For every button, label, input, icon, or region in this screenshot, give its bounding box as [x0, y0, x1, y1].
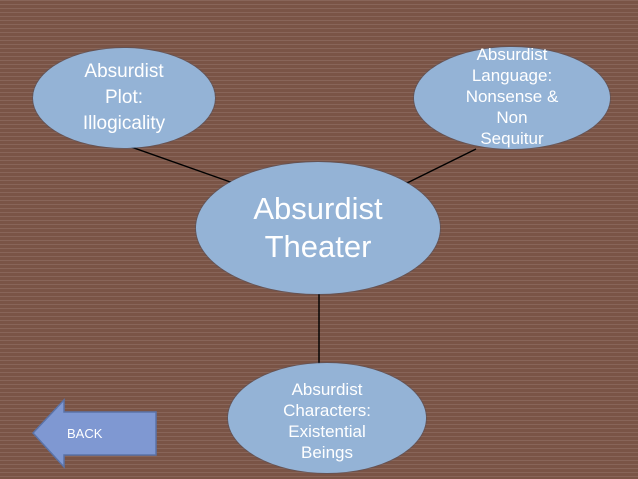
center-label: Absurdist Theater: [253, 191, 383, 264]
node-absurdist-plot: Absurdist Plot: Illogicality: [33, 48, 215, 148]
back-label: BACK: [67, 426, 103, 441]
connector-plot: [119, 142, 237, 185]
node-absurdist-theater: Absurdist Theater: [196, 162, 440, 294]
node-label: Absurdist Characters: Existential Beings: [283, 380, 371, 462]
node-label: Absurdist Plot: Illogicality: [82, 61, 166, 134]
arrow-left-icon: [31, 398, 157, 469]
back-button[interactable]: BACK: [31, 398, 159, 469]
connector-language: [404, 148, 477, 185]
node-absurdist-characters: Absurdist Characters: Existential Beings: [228, 363, 426, 473]
node-absurdist-language: Absurdist Language: Nonsense & Non Sequi…: [414, 44, 610, 149]
node-label: Absurdist Language: Nonsense & Non Sequi…: [465, 44, 559, 148]
